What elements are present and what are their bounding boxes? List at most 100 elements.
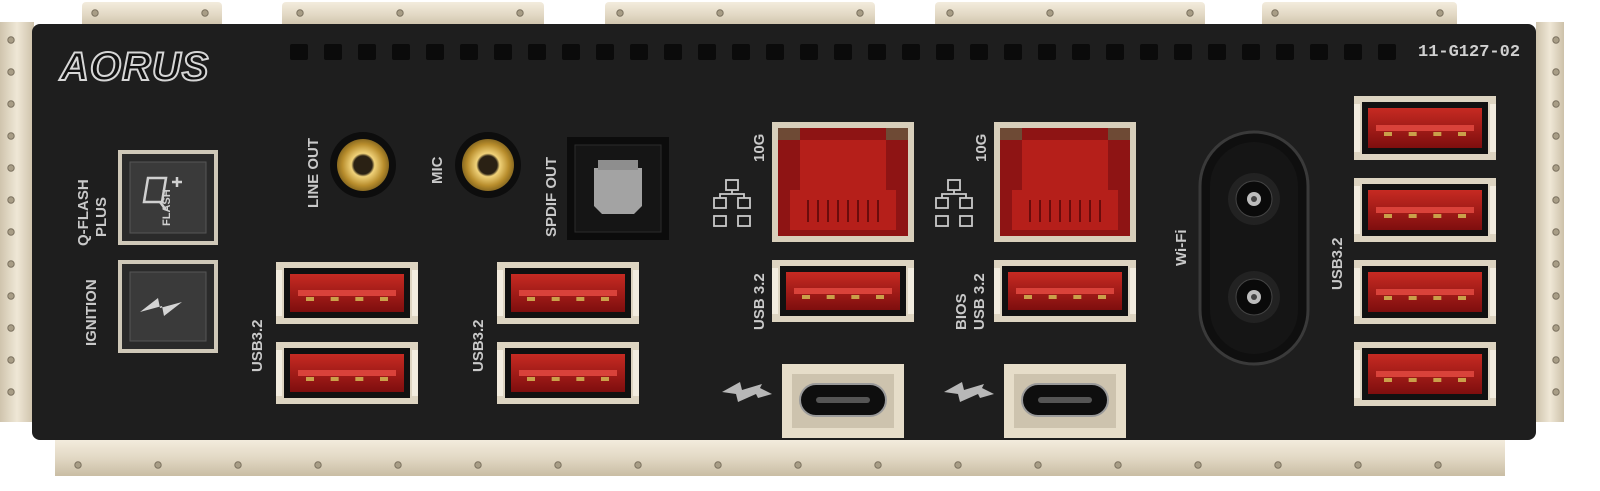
usb-stack-left-1	[276, 262, 418, 404]
vent-slot	[732, 44, 750, 60]
rivet	[154, 461, 162, 469]
usb-a-port[interactable]	[497, 342, 639, 404]
rivet	[7, 196, 15, 204]
usb-a-port[interactable]	[1354, 260, 1496, 324]
rivet	[7, 388, 15, 396]
usb-c-port-2[interactable]	[1004, 364, 1126, 438]
usb-a-port[interactable]	[1354, 178, 1496, 242]
rivet	[1552, 196, 1560, 204]
vent-slot	[1072, 44, 1090, 60]
wifi-antenna-connector-2[interactable]	[1228, 271, 1280, 323]
usb-port-bios	[994, 260, 1136, 322]
vent-slot	[766, 44, 784, 60]
q-flash-plus-button[interactable]: FLASH	[118, 150, 218, 245]
ignition-label: IGNITION	[83, 279, 100, 346]
vent-slot	[494, 44, 512, 60]
vent-slot	[1140, 44, 1158, 60]
rivet	[954, 461, 962, 469]
rivet	[1552, 260, 1560, 268]
rivet	[7, 324, 15, 332]
rivet	[7, 68, 15, 76]
vent-slot	[936, 44, 954, 60]
ignition-button[interactable]	[118, 260, 218, 353]
rivet	[7, 164, 15, 172]
rivet	[616, 9, 624, 17]
usb-a-port[interactable]	[276, 262, 418, 324]
mic-jack[interactable]	[455, 132, 521, 198]
rivet	[1552, 100, 1560, 108]
usb-c-port-1[interactable]	[782, 364, 904, 438]
lan-port-1[interactable]	[772, 122, 914, 242]
usb-a-port[interactable]	[1354, 342, 1496, 406]
usb-right-label: USB3.2	[1329, 237, 1346, 290]
bios-label: BIOS	[953, 293, 970, 330]
rivet	[1034, 461, 1042, 469]
wifi-label: Wi-Fi	[1173, 229, 1190, 266]
rivet	[794, 461, 802, 469]
vent-slot	[1174, 44, 1192, 60]
rivet	[874, 461, 882, 469]
usb-a-port[interactable]	[994, 260, 1136, 322]
usb-a-port[interactable]	[772, 260, 914, 322]
spdif-out-port[interactable]	[567, 137, 669, 240]
usb-lan-label-2: USB 3.2	[971, 273, 988, 330]
rivet	[7, 132, 15, 140]
vent-slots	[290, 44, 1396, 60]
lan-speed-label-2: 10G	[973, 134, 990, 162]
rivet	[1552, 356, 1560, 364]
thunderbolt-icon	[722, 382, 772, 402]
thunderbolt-icon	[944, 382, 994, 402]
usb-left-label-2: USB3.2	[470, 319, 487, 372]
network-icon	[935, 179, 973, 227]
wifi-antenna-connector-1[interactable]	[1228, 173, 1280, 225]
rivet	[1436, 9, 1444, 17]
rivet	[1194, 461, 1202, 469]
brand-logo: AORUS	[59, 45, 209, 89]
rivet	[296, 9, 304, 17]
rivet	[1552, 68, 1560, 76]
vent-slot	[868, 44, 886, 60]
vent-slot	[698, 44, 716, 60]
usb-stack-left-2	[497, 262, 639, 404]
rivet	[1552, 132, 1560, 140]
rivet	[7, 356, 15, 364]
vent-slot	[902, 44, 920, 60]
rivet	[634, 461, 642, 469]
rivet	[856, 9, 864, 17]
rivet	[716, 9, 724, 17]
usb-left-label-1: USB3.2	[249, 319, 266, 372]
rivet	[946, 9, 954, 17]
usb-a-port[interactable]	[276, 342, 418, 404]
rivet	[7, 260, 15, 268]
metal-frame	[0, 2, 1564, 476]
vent-slot	[358, 44, 376, 60]
rivet	[554, 461, 562, 469]
wifi-antenna-module	[1198, 130, 1310, 366]
rivet	[91, 9, 99, 17]
lightning-icon	[140, 298, 182, 316]
line-out-label: LINE OUT	[305, 138, 322, 208]
vent-slot	[1378, 44, 1396, 60]
rivet	[1552, 292, 1560, 300]
vent-slot	[1310, 44, 1328, 60]
flash-icon-label: FLASH	[161, 189, 173, 226]
usb-stack-right	[1354, 96, 1496, 406]
vent-slot	[324, 44, 342, 60]
rivet	[7, 292, 15, 300]
rivet	[314, 461, 322, 469]
usb-a-port[interactable]	[1354, 96, 1496, 160]
vent-slot	[1276, 44, 1294, 60]
rivet	[1046, 9, 1054, 17]
vent-slot	[664, 44, 682, 60]
usb-lan-label-1: USB 3.2	[751, 273, 768, 330]
vent-slot	[1106, 44, 1124, 60]
line-out-jack[interactable]	[330, 132, 396, 198]
rivet	[1274, 461, 1282, 469]
rivet	[1354, 461, 1362, 469]
usb-a-port[interactable]	[497, 262, 639, 324]
rivet	[7, 36, 15, 44]
lan-port-2[interactable]	[994, 122, 1136, 242]
vent-slot	[1242, 44, 1260, 60]
rivet	[74, 461, 82, 469]
